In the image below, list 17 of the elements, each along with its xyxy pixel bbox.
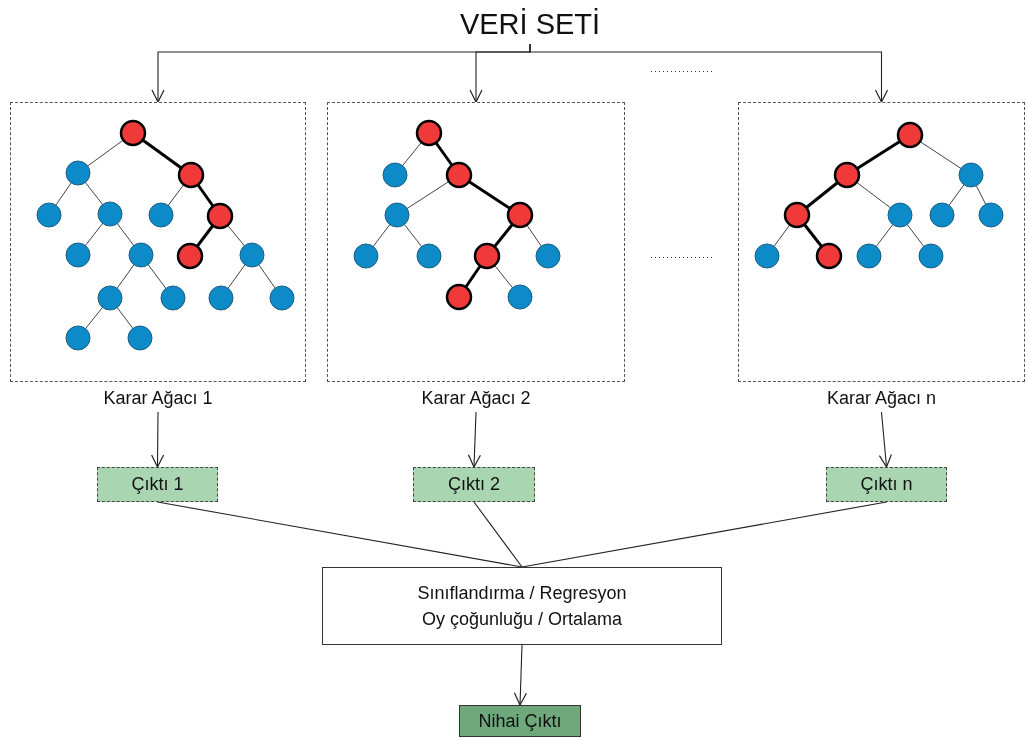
dataset-title: VERİ SETİ (440, 4, 620, 44)
final-output-box: Nihai Çıktı (459, 705, 581, 737)
connector-line (473, 501, 523, 568)
output-box: Çıktı 2 (413, 467, 535, 502)
method-text: Sınıflandırma / Regresyon (417, 582, 627, 605)
method-text: Oy çoğunluğu / Ortalama (421, 608, 623, 631)
output-box: Çıktı n (826, 467, 947, 502)
arrow (513, 644, 527, 706)
arrow (878, 411, 892, 468)
tree-label: Karar Ağacı 2 (421, 388, 531, 409)
arrow (151, 411, 165, 468)
arrow (467, 411, 482, 468)
method-box (322, 567, 722, 645)
output-box: Çıktı 1 (97, 467, 218, 502)
arrow (529, 43, 889, 103)
tree-label: Karar Ağacı 1 (103, 388, 213, 409)
tree-label: Karar Ağacı n (826, 388, 937, 409)
